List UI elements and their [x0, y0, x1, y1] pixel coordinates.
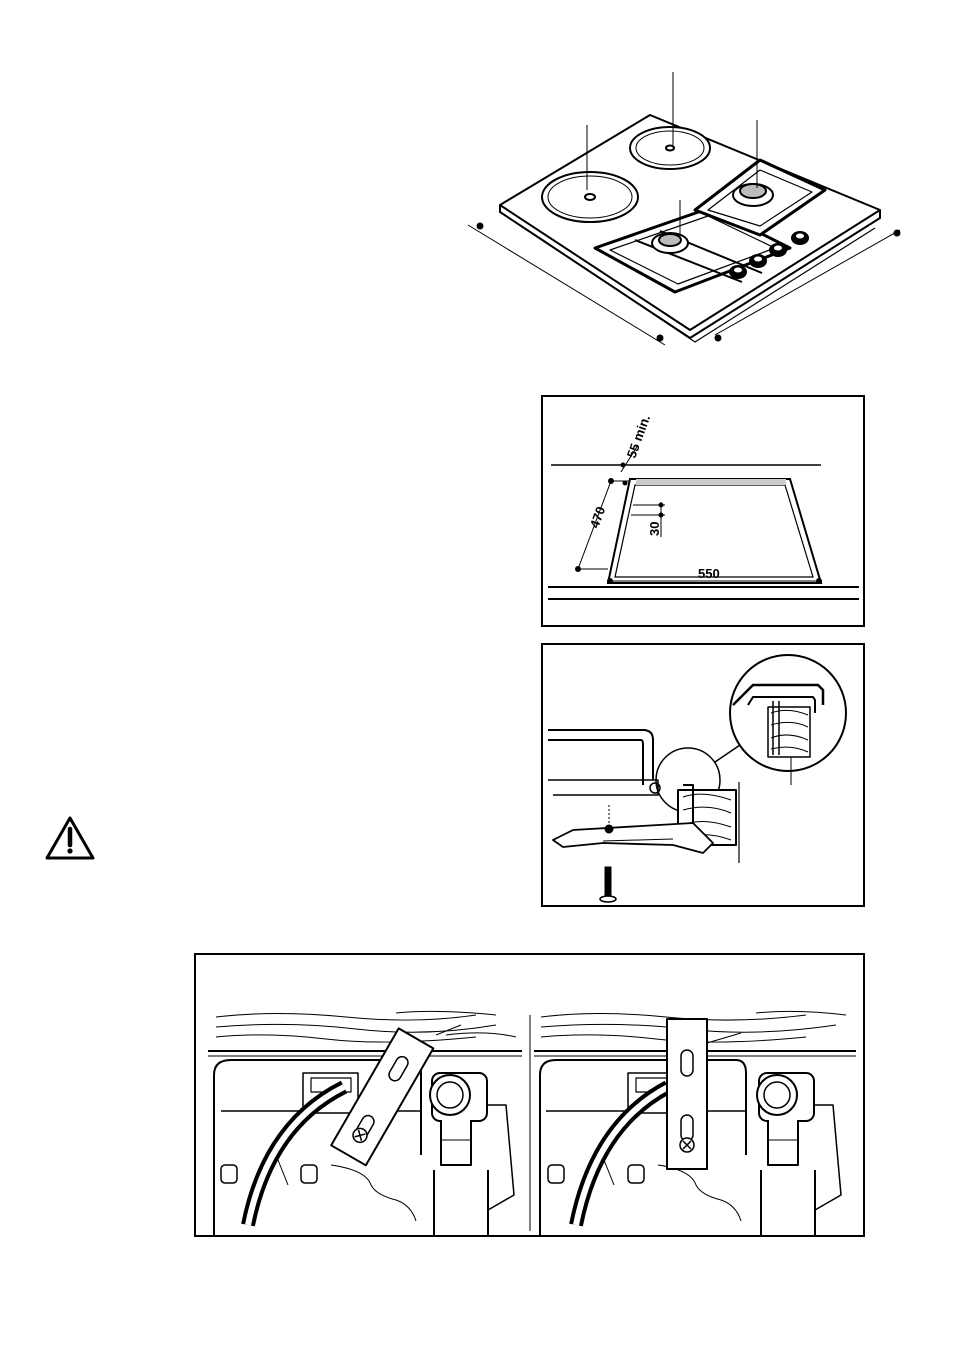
warning-icon: [44, 815, 96, 861]
hotplate-large: [542, 172, 638, 222]
cutout-drawing: 55 min. 470 30 550: [543, 397, 863, 625]
clamp-diagram-frame: [541, 643, 865, 907]
fixing-screw: [600, 867, 616, 902]
warning-triangle: [44, 815, 96, 861]
hotplate-small: [630, 127, 710, 169]
bracket-panel-right: [534, 1011, 856, 1235]
label-width: 550: [698, 566, 720, 581]
fixing-clamp: [553, 823, 713, 853]
label-min-clearance: 55 min.: [624, 413, 653, 460]
clamp-drawing: [543, 645, 863, 905]
bracket-diagram-frame: [194, 953, 865, 1237]
hob-illustration: [460, 60, 920, 360]
bracket-panel-left: [208, 1011, 522, 1235]
label-depth: 470: [587, 505, 609, 531]
cutout-diagram-frame: 55 min. 470 30 550: [541, 395, 865, 627]
hob-drawing: [460, 60, 920, 360]
label-edge: 30: [647, 522, 662, 536]
bracket-drawing: [196, 955, 863, 1235]
